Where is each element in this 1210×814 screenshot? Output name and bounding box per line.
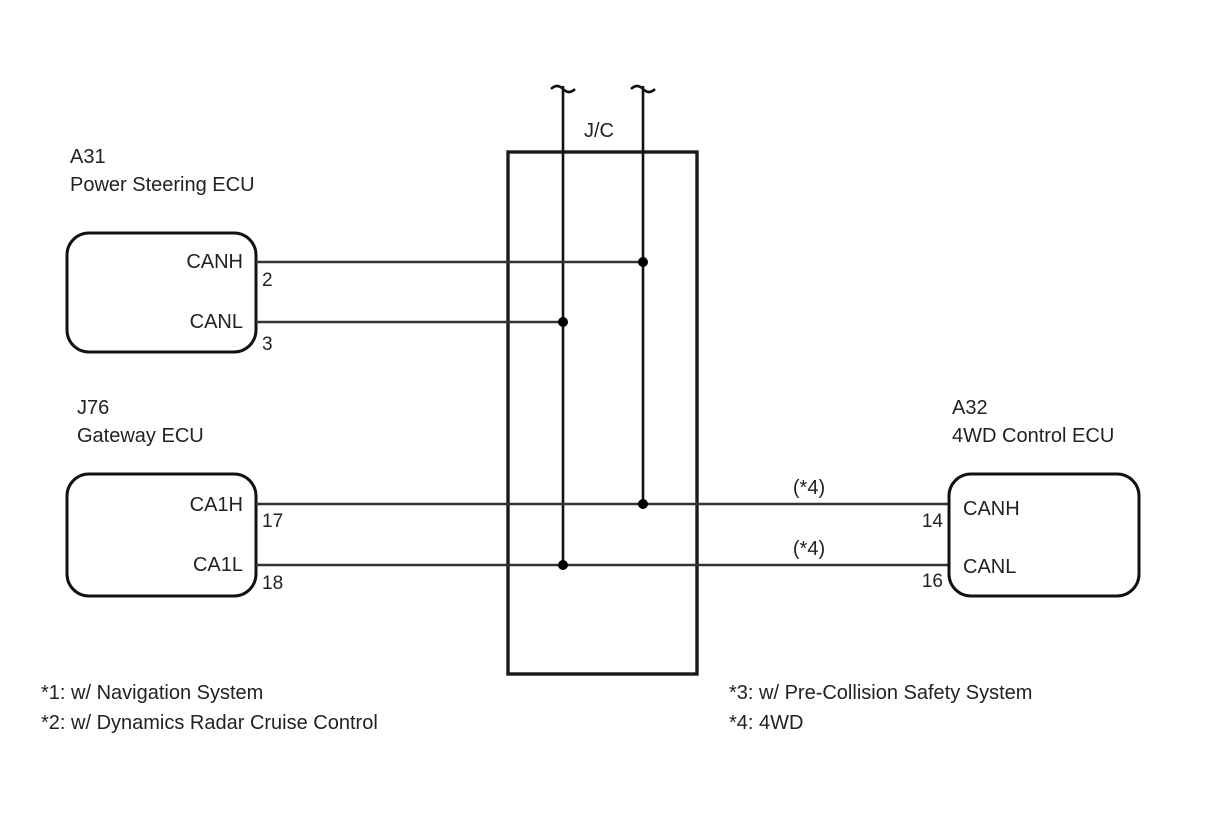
- footnote: *3: w/ Pre-Collision Safety System: [729, 682, 1032, 704]
- wire-break-icon: [550, 84, 576, 94]
- a31-code: A31: [70, 146, 106, 168]
- j76-pin-signal: CA1L: [193, 554, 243, 576]
- a32-ecu-box: [947, 472, 1141, 598]
- j76-pin-number: 18: [262, 573, 283, 594]
- j76-code: J76: [77, 397, 109, 419]
- a31-ecu-box: [65, 231, 258, 354]
- footnote: *2: w/ Dynamics Radar Cruise Control: [41, 712, 378, 734]
- j76-pin-number: 17: [262, 511, 283, 532]
- a32-pin-number: 14: [922, 511, 944, 532]
- a31-pin-number: 3: [262, 334, 273, 355]
- wire-condition-label: (*4): [793, 477, 825, 499]
- footnote: *1: w/ Navigation System: [41, 682, 263, 704]
- a32-name: 4WD Control ECU: [952, 425, 1114, 447]
- a31-pin-signal: CANL: [190, 311, 243, 333]
- j76-pin-signal: CA1H: [190, 494, 243, 516]
- a32-pin-signal: CANL: [963, 556, 1016, 578]
- a32-pin-number: 16: [922, 571, 943, 592]
- a32-code: A32: [952, 397, 988, 419]
- j76-name: Gateway ECU: [77, 425, 204, 447]
- a31-name: Power Steering ECU: [70, 174, 255, 196]
- junction-connector-box: [506, 150, 699, 676]
- wire-condition-label: (*4): [793, 538, 825, 560]
- a32-pin-signal: CANH: [963, 498, 1020, 520]
- junction-connector-label: J/C: [584, 120, 614, 142]
- a31-pin-number: 2: [262, 270, 273, 291]
- a31-pin-signal: CANH: [186, 251, 243, 273]
- footnote: *4: 4WD: [729, 712, 803, 734]
- splice-point: [638, 499, 648, 509]
- splice-point: [638, 257, 648, 267]
- splice-point: [558, 560, 568, 570]
- wire-break-icon: [630, 84, 656, 94]
- j76-ecu-box: [65, 472, 258, 598]
- splice-point: [558, 317, 568, 327]
